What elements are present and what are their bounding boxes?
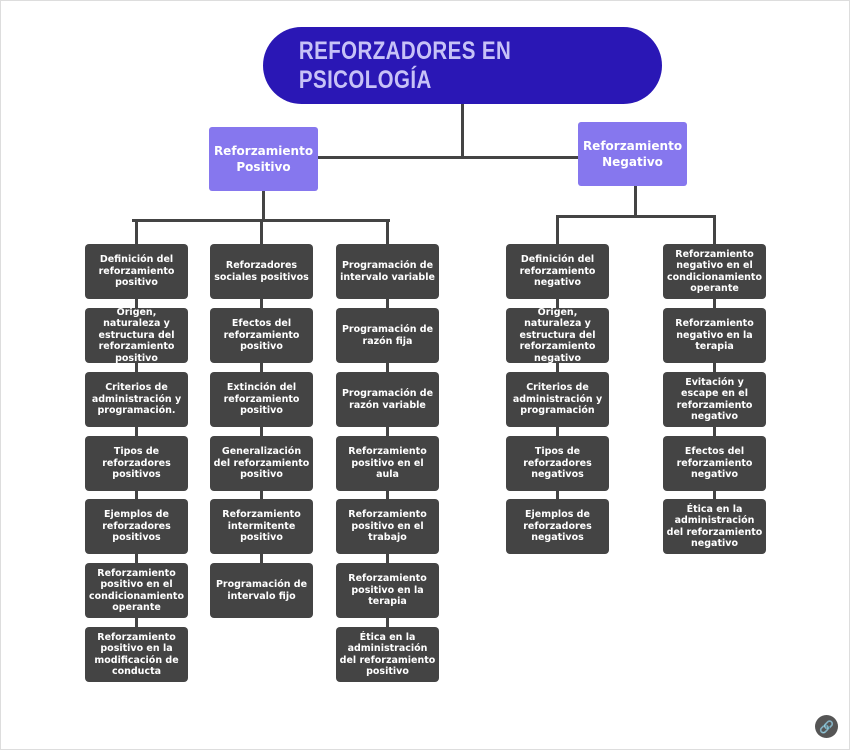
- topic-node[interactable]: Reforzamiento positivo en el condicionam…: [85, 563, 188, 618]
- topic-node[interactable]: Tipos de reforzadores negativos: [506, 436, 609, 491]
- topic-node[interactable]: Programación de intervalo variable: [336, 244, 439, 299]
- connector: [713, 216, 716, 519]
- connector: [318, 156, 578, 159]
- topic-node[interactable]: Ejemplos de reforzadores positivos: [85, 499, 188, 554]
- topic-node[interactable]: Reforzamiento positivo en el aula: [336, 436, 439, 491]
- connector: [386, 220, 389, 647]
- category-positive[interactable]: Reforzamiento Positivo: [209, 127, 318, 191]
- topic-node[interactable]: Efectos del reforzamiento positivo: [210, 308, 313, 363]
- topic-node[interactable]: Ejemplos de reforzadores negativos: [506, 499, 609, 554]
- connector: [461, 104, 464, 158]
- topic-node[interactable]: Tipos de reforzadores positivos: [85, 436, 188, 491]
- topic-node[interactable]: Origen, naturaleza y estructura del refo…: [506, 307, 609, 364]
- topic-node[interactable]: Efectos del reforzamiento negativo: [663, 436, 766, 491]
- topic-node[interactable]: Criterios de administración y programaci…: [506, 372, 609, 427]
- link-icon[interactable]: 🔗: [815, 715, 838, 738]
- connector: [634, 186, 637, 216]
- connector: [262, 190, 265, 220]
- topic-node[interactable]: Reforzamiento positivo en la terapia: [336, 563, 439, 618]
- category-negative[interactable]: Reforzamiento Negativo: [578, 122, 687, 186]
- connector: [556, 215, 716, 218]
- connector: [556, 216, 559, 519]
- topic-node[interactable]: Evitación y escape en el reforzamiento n…: [663, 372, 766, 427]
- topic-node[interactable]: Criterios de administración y programaci…: [85, 372, 188, 427]
- topic-node[interactable]: Reforzamiento negativo en la terapia: [663, 308, 766, 363]
- topic-node[interactable]: Programación de razón variable: [336, 372, 439, 427]
- topic-node[interactable]: Reforzamiento positivo en el trabajo: [336, 499, 439, 554]
- topic-node[interactable]: Origen, naturaleza y estructura del refo…: [85, 307, 188, 364]
- topic-node[interactable]: Reforzamiento positivo en la modificació…: [85, 627, 188, 682]
- connector: [135, 220, 138, 647]
- topic-node[interactable]: Definición del reforzamiento negativo: [506, 244, 609, 299]
- topic-node[interactable]: Reforzamiento intermitente positivo: [210, 499, 313, 554]
- topic-node[interactable]: Programación de razón fija: [336, 308, 439, 363]
- main-title-text: REFORZADORES EN PSICOLOGÍA: [298, 36, 512, 94]
- topic-node[interactable]: Programación de intervalo fijo: [210, 563, 313, 618]
- topic-node[interactable]: Ética en la administración del reforzami…: [336, 627, 439, 682]
- topic-node[interactable]: Extinción del reforzamiento positivo: [210, 372, 313, 427]
- topic-node[interactable]: Reforzamiento negativo en el condicionam…: [663, 244, 766, 299]
- topic-node[interactable]: Ética en la administración del reforzami…: [663, 499, 766, 554]
- topic-node[interactable]: Reforzadores sociales positivos: [210, 244, 313, 299]
- topic-node[interactable]: Generalización del reforzamiento positiv…: [210, 436, 313, 491]
- topic-node[interactable]: Definición del reforzamiento positivo: [85, 244, 188, 299]
- main-title[interactable]: REFORZADORES EN PSICOLOGÍA: [263, 27, 662, 104]
